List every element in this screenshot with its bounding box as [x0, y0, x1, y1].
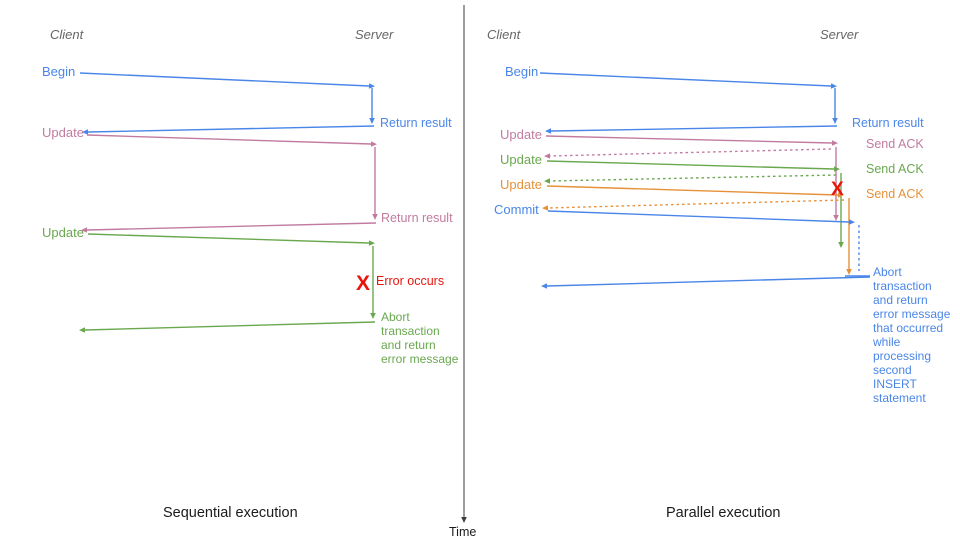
seq-begin-label: Begin: [42, 64, 75, 79]
seq-begin-request-arrowhead: [368, 83, 375, 89]
par-begin-label: Begin: [505, 64, 538, 79]
time-axis-line: [461, 5, 467, 523]
seq-error-x-mark: X: [356, 272, 370, 295]
seq-begin-processing-arrowhead: [369, 118, 375, 124]
par-abort-return: [541, 276, 871, 289]
par-update-1-label: Update: [500, 127, 542, 142]
par-begin-processing: [832, 88, 838, 124]
seq-update-2-processing: [370, 246, 376, 319]
par-update-1-processing: [833, 147, 839, 221]
seq-update-1-processing: [372, 147, 378, 220]
par-update-1-request-arrowhead: [831, 140, 838, 146]
par-begin-processing-arrowhead: [832, 118, 838, 124]
seq-return-2: [81, 222, 377, 233]
par-ack-1-return: [544, 148, 832, 159]
par-send-ack-1: Send ACK: [866, 137, 924, 151]
par-send-ack-3: Send ACK: [866, 187, 924, 201]
seq-begin-processing: [369, 88, 375, 124]
par-error-x-mark: X: [831, 179, 844, 200]
par-update-2-processing-arrowhead: [838, 242, 844, 248]
seq-panel-title: Sequential execution: [163, 505, 298, 521]
seq-return-1-arrowhead: [82, 129, 89, 135]
time-axis-label: Time: [449, 525, 476, 539]
par-client-header: Client: [487, 27, 522, 42]
seq-begin-request: [79, 72, 375, 89]
par-update-3-processing: [846, 198, 852, 275]
seq-update-1-processing-arrowhead: [372, 214, 378, 220]
par-update-1-processing-arrowhead: [833, 215, 839, 221]
par-return-arrowhead: [545, 128, 552, 134]
par-update-3-request: [546, 185, 844, 198]
seq-update-2-request-arrowhead: [368, 240, 375, 246]
seq-error-occurs-label: Error occurs: [376, 274, 444, 288]
par-update-3-label: Update: [500, 177, 542, 192]
par-begin-request-arrowhead: [830, 83, 837, 89]
par-ack-2-return-arrowhead: [544, 178, 551, 184]
seq-update-2-label: Update: [42, 225, 84, 240]
seq-return-result-2: Return result: [381, 211, 453, 225]
par-ack-3-return: [542, 199, 845, 211]
seq-server-header: Server: [355, 27, 394, 42]
par-send-ack-2: Send ACK: [866, 162, 924, 176]
par-update-2-request: [546, 160, 840, 172]
par-panel-title: Parallel execution: [666, 505, 780, 521]
seq-update-2-processing-arrowhead: [370, 313, 376, 319]
par-commit-label: Commit: [494, 202, 539, 217]
seq-update-1-request-arrowhead: [370, 141, 377, 147]
time-axis-line-arrowhead: [461, 517, 467, 523]
seq-update-1-request: [86, 134, 377, 147]
par-ack-3-return-arrowhead: [542, 205, 549, 211]
seq-abort-return: [79, 321, 376, 333]
par-ack-2-return: [544, 174, 837, 184]
seq-abort-return-arrowhead: [79, 327, 86, 333]
par-ack-1-return-arrowhead: [544, 153, 551, 159]
seq-update-2-request: [87, 233, 375, 246]
seq-client-header: Client: [50, 27, 85, 42]
par-commit-request-arrowhead: [848, 219, 855, 225]
seq-return-1: [82, 125, 375, 135]
par-update-1-request: [545, 135, 838, 146]
par-update-2-processing: [838, 173, 844, 248]
par-begin-request: [539, 72, 837, 89]
seq-return-2-arrowhead: [81, 227, 88, 233]
par-update-3-processing-arrowhead: [846, 269, 852, 275]
par-update-2-request-arrowhead: [833, 166, 840, 172]
par-commit-request: [547, 210, 855, 225]
par-abort-return-arrowhead: [541, 283, 548, 289]
par-return-result: Return result: [852, 116, 924, 130]
par-update-3-request-arrowhead: [837, 192, 844, 198]
par-return: [545, 125, 838, 134]
seq-return-result-1: Return result: [380, 116, 452, 130]
seq-update-1-label: Update: [42, 125, 84, 140]
par-update-2-label: Update: [500, 152, 542, 167]
par-server-header: Server: [820, 27, 859, 42]
